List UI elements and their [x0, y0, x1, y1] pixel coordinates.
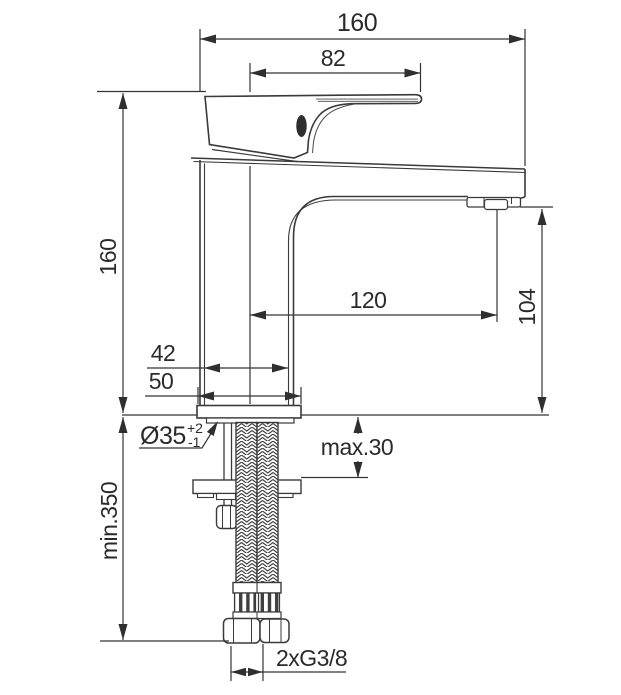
faucet-body-top-outer — [190, 157, 526, 170]
arrowhead-right — [509, 34, 525, 44]
faucet-body-group — [122, 93, 549, 644]
threaded-stud — [223, 422, 233, 506]
bracket-tab — [215, 492, 237, 501]
aerator — [466, 196, 522, 211]
arrowhead-up — [118, 417, 128, 433]
braided-hose-right — [256, 421, 279, 584]
handle-base-rim — [211, 148, 298, 163]
connection-nut-right — [259, 618, 290, 644]
hose-ribbed-collar-right — [257, 592, 281, 613]
dim-spout-reach: 120 — [249, 166, 498, 404]
arrowhead-right — [248, 667, 263, 677]
dim-body-width-label: 42 — [151, 340, 176, 366]
dim-total-width: 160 — [199, 9, 526, 166]
arrowhead-down — [353, 462, 363, 478]
dim-max-deck-thickness-label: max.30 — [321, 434, 393, 460]
dim-lever-width-label: 82 — [321, 45, 346, 71]
dim-spout-height: 104 — [514, 206, 553, 413]
dim-max-deck-thickness: max.30 — [301, 417, 394, 479]
dim-base-width: 50 — [145, 368, 302, 404]
dim-min-hose-length: min.350 — [96, 417, 229, 642]
handle-neck-inner-line — [312, 103, 357, 154]
dim-lever-width: 82 — [249, 45, 422, 92]
braided-hose-left — [235, 421, 258, 584]
arrowhead-left — [204, 363, 220, 373]
bracket-tab — [196, 492, 215, 499]
spout-underside-inner — [287, 199, 468, 406]
dim-connection-thread-label: 2xG3/8 — [276, 645, 347, 671]
hose-ribbed-collar-left — [233, 592, 257, 613]
dim-body-height: 160 — [95, 90, 206, 413]
arrowhead-left — [250, 310, 266, 320]
dim-min-hose-length-label: min.350 — [96, 482, 122, 560]
aerator-outlet — [483, 198, 509, 211]
arrowhead-down — [118, 397, 128, 413]
dim-hole-diameter-label: Ø35 — [140, 422, 186, 450]
faucet-handle — [204, 93, 423, 159]
arrowhead-right — [285, 391, 301, 401]
dim-spout-height-label: 104 — [514, 288, 540, 326]
mounting-nut — [215, 504, 238, 530]
dim-hole-tolerance-minus: -1 — [188, 434, 201, 450]
arrowhead-up — [353, 417, 363, 433]
arrowhead-down — [118, 624, 128, 640]
arrowhead-down — [537, 397, 547, 413]
arrowhead-left — [250, 68, 266, 78]
dim-body-width: 42 — [147, 340, 288, 373]
dim-total-width-label: 160 — [337, 9, 377, 37]
connection-nut-left — [222, 617, 261, 644]
leader-arrowhead — [206, 421, 218, 436]
arrowhead-left — [200, 34, 216, 44]
dimension-annotations: 160 82 160 120 — [95, 9, 553, 681]
arrowhead-left — [198, 391, 214, 401]
arrowhead-right — [404, 68, 421, 78]
arrowhead-right — [481, 310, 497, 320]
faucet-body-top-inner — [193, 160, 526, 174]
dim-spout-reach-label: 120 — [350, 287, 387, 313]
mounting-nut-body — [215, 504, 238, 530]
arrowhead-right — [272, 363, 288, 373]
spout-front-face — [467, 169, 526, 200]
braided-hoses — [235, 421, 279, 584]
dim-connection-thread: 2xG3/8 — [230, 644, 348, 681]
handle-button-dot — [296, 115, 307, 137]
dim-hole-tolerance-plus: +2 — [187, 420, 203, 436]
dim-hole-diameter: Ø35 +2 -1 — [139, 420, 218, 450]
dim-body-height-label: 160 — [95, 239, 121, 276]
bracket-tab — [276, 492, 294, 499]
arrowhead-up — [118, 93, 128, 109]
hose-end-fittings — [222, 581, 290, 644]
spout-underside-outer — [292, 195, 468, 406]
dim-base-width-label: 50 — [149, 368, 174, 394]
base-plate — [196, 404, 302, 419]
arrowhead-left — [231, 667, 246, 677]
arrowhead-up — [537, 209, 547, 225]
